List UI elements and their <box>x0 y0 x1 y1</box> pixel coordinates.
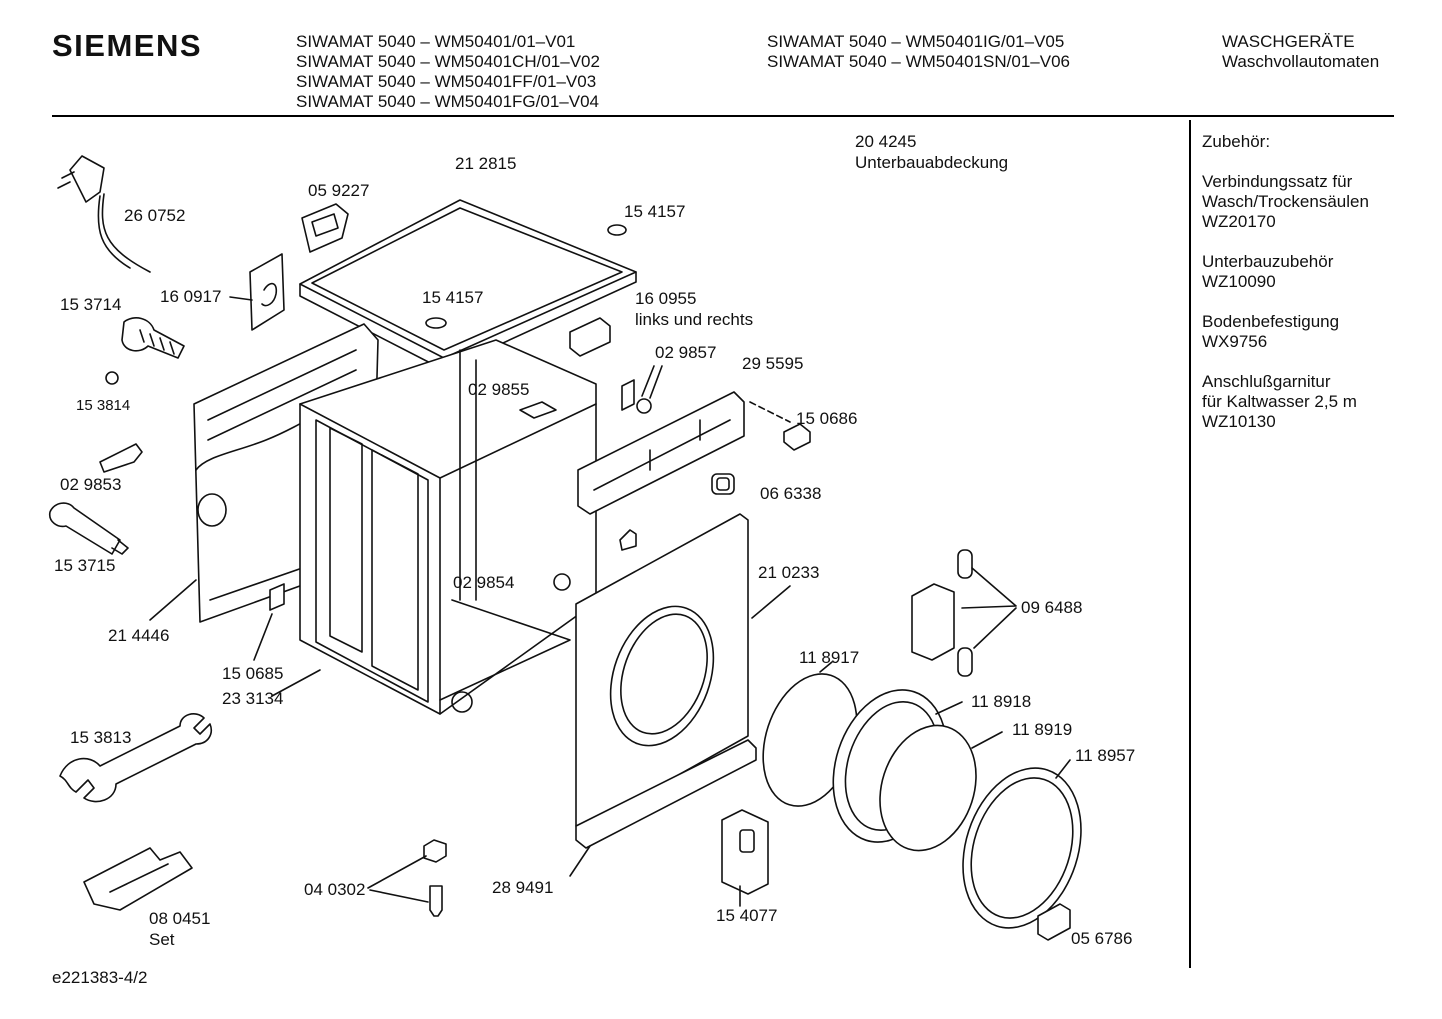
part-label: 11 8918 <box>971 692 1032 711</box>
part-label: 11 8917 <box>799 648 860 667</box>
model-line: SIWAMAT 5040 – WM50401IG/01–V05 <box>767 32 1065 51</box>
bracket-029857 <box>621 365 663 414</box>
handle-056786 <box>1037 903 1071 941</box>
bracket-small <box>619 529 637 551</box>
model-line: SIWAMAT 5040 – WM50401SN/01–V06 <box>767 52 1071 71</box>
accessory-group: Unterbauzubehör WZ10090 <box>1202 252 1369 292</box>
model-line: SIWAMAT 5040 – WM50401/01–V01 <box>296 32 576 51</box>
accessory-line: Verbindungssatz für <box>1202 172 1353 191</box>
part-label: 21 4446 <box>108 626 170 645</box>
foot-set <box>83 847 193 911</box>
hose-part <box>48 502 129 555</box>
part-label: 15 4157 <box>624 202 686 221</box>
part-label: 15 3813 <box>70 728 132 747</box>
drawing-code: e221383-4/2 <box>52 968 148 987</box>
brand-logo: SIEMENS <box>52 28 203 63</box>
accessories-panel: Zubehör: Verbindungssatz für Wasch/Trock… <box>1202 132 1369 452</box>
part-label: 04 0302 <box>304 880 366 899</box>
accessory-line: für Kaltwasser 2,5 m <box>1202 392 1357 411</box>
part-label: 02 9857 <box>655 343 717 362</box>
part-label: 21 2815 <box>455 154 517 173</box>
grommet-066338 <box>711 473 735 495</box>
header-rule <box>52 115 1394 117</box>
part-label: 20 4245 <box>855 132 917 151</box>
part-description: Set <box>149 930 175 949</box>
bracket-029853 <box>99 443 143 473</box>
door-outer-ring <box>962 759 1082 929</box>
power-plug-icon <box>57 155 151 273</box>
accessory-group: Verbindungssatz für Wasch/Trockensäulen … <box>1202 172 1369 232</box>
category-line: WASCHGERÄTE <box>1222 32 1355 51</box>
part-label: 26 0752 <box>124 206 186 225</box>
part-label: 05 6786 <box>1071 929 1133 948</box>
spring-part <box>121 317 185 359</box>
accessory-line: WZ10130 <box>1202 412 1276 431</box>
door-lock <box>721 809 769 907</box>
door-hinge <box>911 549 1017 677</box>
accessory-line: Unterbauzubehör <box>1202 252 1334 271</box>
part-label: 15 3814 <box>76 397 131 414</box>
part-label: 23 3134 <box>222 689 284 708</box>
accessories-title: Zubehör: <box>1202 132 1271 151</box>
part-label: 28 9491 <box>492 878 554 897</box>
hinge-plate <box>229 253 285 331</box>
model-list-right: SIWAMAT 5040 – WM50401IG/01–V05 SIWAMAT … <box>767 32 1070 72</box>
category: WASCHGERÄTE Waschvollautomaten <box>1222 32 1379 72</box>
clip-150686 <box>783 423 811 451</box>
accessory-line: WZ10090 <box>1202 272 1276 291</box>
accessory-line: Anschlußgarnitur <box>1202 372 1331 391</box>
part-label: 16 0955 <box>635 289 697 308</box>
part-label: 15 4157 <box>422 288 484 307</box>
bracket-150685 <box>253 583 285 661</box>
model-line: SIWAMAT 5040 – WM50401FF/01–V03 <box>296 72 597 91</box>
clip-153814 <box>105 371 119 385</box>
sidebar-divider <box>1189 120 1191 968</box>
part-label: 11 8919 <box>1012 720 1073 739</box>
plinth <box>569 739 757 877</box>
part-description: Unterbauabdeckung <box>855 153 1009 172</box>
control-rail <box>577 391 791 515</box>
part-label: 06 6338 <box>760 484 822 503</box>
part-label: 02 9855 <box>468 380 530 399</box>
top-cover <box>299 199 637 371</box>
model-line: SIWAMAT 5040 – WM50401FG/01–V04 <box>296 92 599 111</box>
part-label: 16 0917 <box>160 287 222 306</box>
accessory-line: WX9756 <box>1202 332 1268 351</box>
part-label: 29 5595 <box>742 354 804 373</box>
part-label: 11 8957 <box>1075 746 1136 765</box>
model-line: SIWAMAT 5040 – WM50401CH/01–V02 <box>296 52 600 71</box>
part-label: 02 9853 <box>60 475 122 494</box>
part-label: 02 9854 <box>453 573 515 592</box>
accessory-line: Bodenbefestigung <box>1202 312 1340 331</box>
accessory-group: Bodenbefestigung WX9756 <box>1202 312 1369 352</box>
bracket-029855 <box>519 401 557 419</box>
door-glass <box>879 724 1003 852</box>
bracket-160955 <box>569 317 611 357</box>
part-label: 05 9227 <box>308 181 370 200</box>
accessory-line: WZ20170 <box>1202 212 1276 231</box>
part-label: 21 0233 <box>758 563 820 582</box>
part-label: 08 0451 <box>149 909 211 928</box>
bracket-059227 <box>301 203 349 253</box>
part-label: 15 0685 <box>222 664 284 683</box>
part-label: 15 3715 <box>54 556 116 575</box>
nut-and-screw <box>367 839 447 917</box>
part-label: 15 0686 <box>796 409 858 428</box>
part-label: 09 6488 <box>1021 598 1083 617</box>
part-description: links und rechts <box>635 310 754 329</box>
category-line: Waschvollautomaten <box>1222 52 1380 71</box>
wrench-tool <box>59 713 212 803</box>
accessory-line: Wasch/Trockensäulen <box>1202 192 1369 211</box>
accessory-group: Anschlußgarnitur für Kaltwasser 2,5 m WZ… <box>1202 372 1369 432</box>
part-label: 15 3714 <box>60 295 122 314</box>
part-label: 15 4077 <box>716 906 778 925</box>
model-list-left: SIWAMAT 5040 – WM50401/01–V01 SIWAMAT 50… <box>296 32 600 112</box>
bearing-029854 <box>553 573 571 591</box>
plug-cap <box>607 224 627 236</box>
